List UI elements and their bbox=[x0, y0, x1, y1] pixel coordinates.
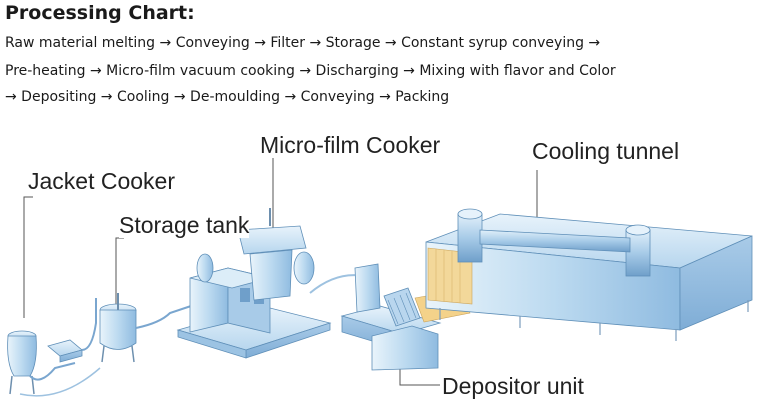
page-title: Processing Chart: bbox=[5, 2, 195, 24]
depositor-unit-machine bbox=[340, 263, 471, 371]
micro-film-cooker-machine bbox=[176, 208, 332, 359]
process-flow-line-1: Raw material melting → Conveying → Filte… bbox=[5, 35, 601, 51]
label-cooling-tunnel: Cooling tunnel bbox=[532, 138, 680, 164]
production-line-diagram: Jacket Cooker Storage tank Micro-film Co… bbox=[0, 118, 765, 414]
label-micro-film-cooker: Micro-film Cooker bbox=[260, 132, 441, 158]
transfer-pump bbox=[47, 339, 83, 363]
equipment-illustration bbox=[7, 158, 753, 397]
label-storage-tank: Storage tank bbox=[119, 212, 250, 238]
label-depositor-unit: Depositor unit bbox=[442, 373, 584, 399]
cooling-tunnel-machine bbox=[425, 208, 753, 341]
label-jacket-cooker: Jacket Cooker bbox=[28, 168, 176, 194]
jacket-cooker-machine bbox=[7, 330, 37, 395]
storage-tank-machine bbox=[99, 293, 137, 363]
process-flow-line-3: → Depositing → Cooling → De-moulding → C… bbox=[5, 89, 450, 105]
process-flow-line-2: Pre-heating → Micro-film vacuum cooking … bbox=[5, 63, 616, 79]
